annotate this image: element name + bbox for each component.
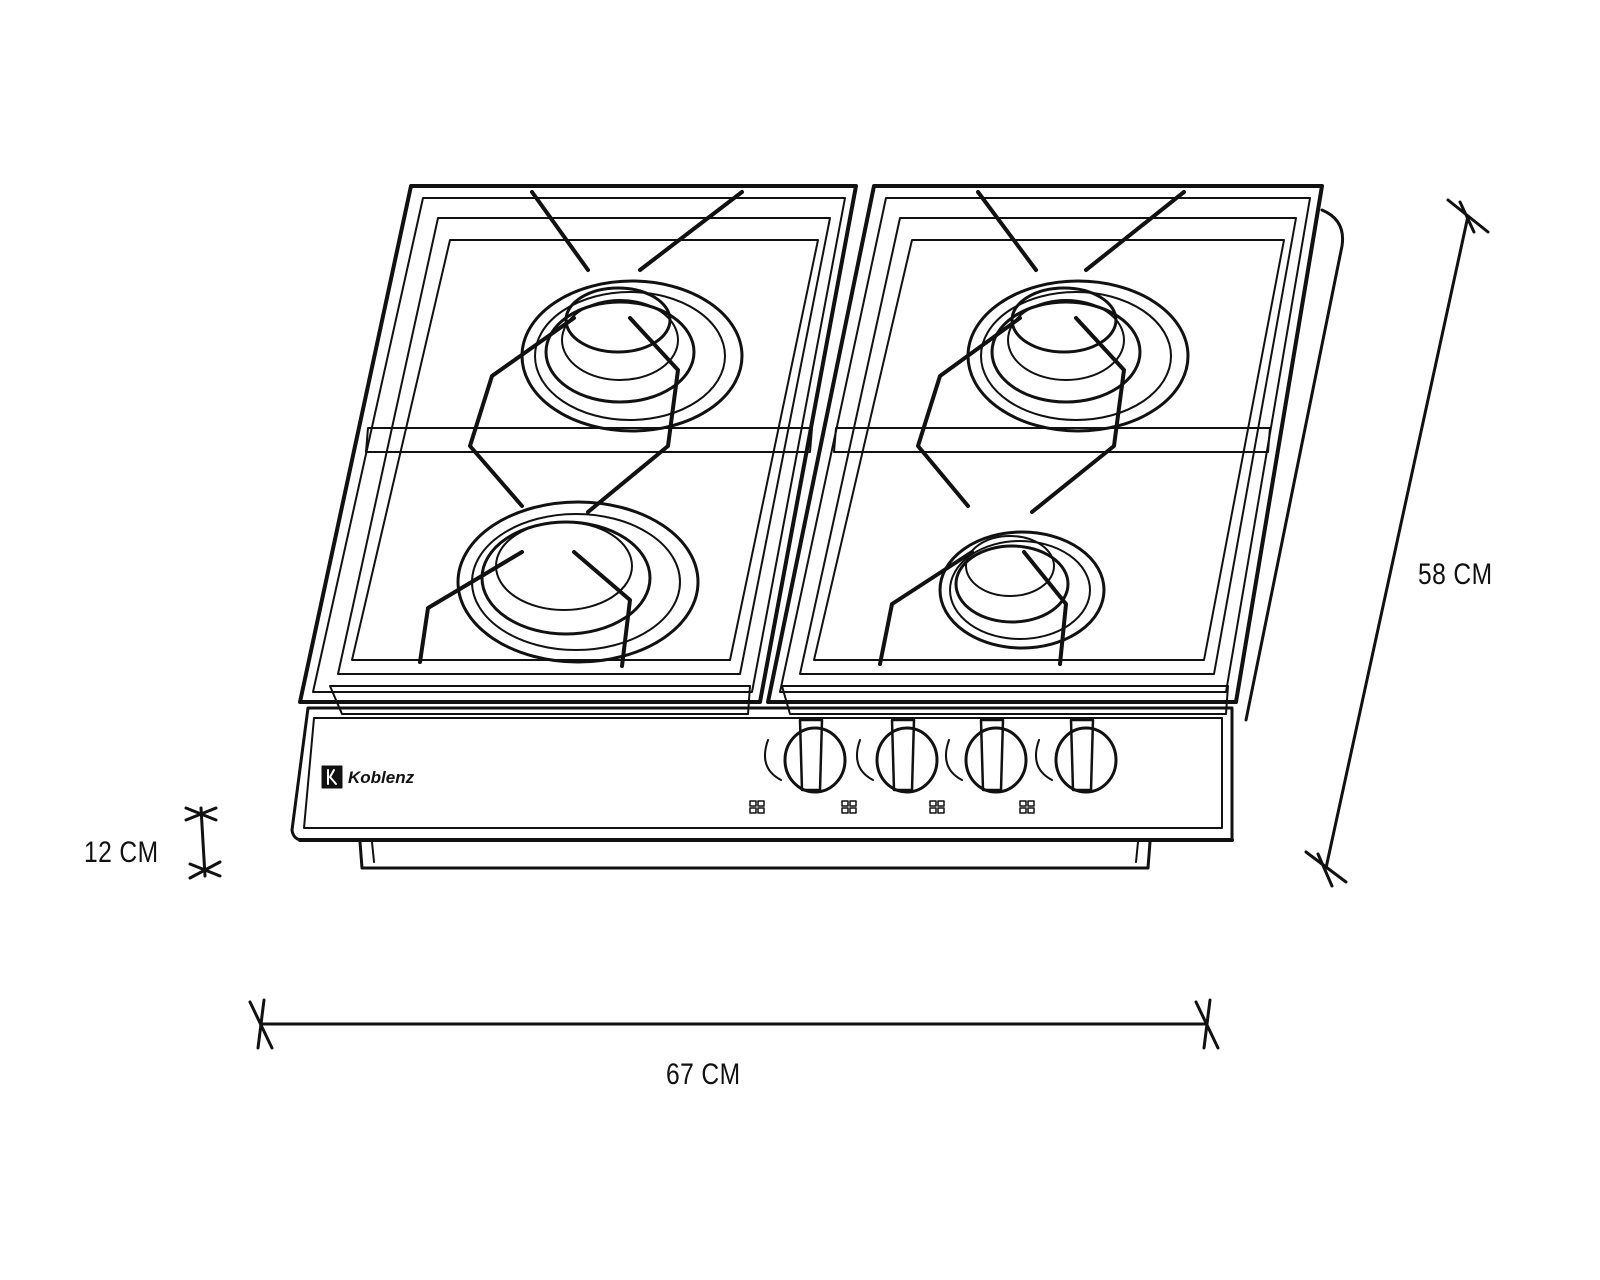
control-panel <box>290 706 1234 842</box>
width-dimension-line <box>248 998 1220 1050</box>
right-grate <box>766 184 1345 722</box>
brand-logo-mark <box>321 765 343 789</box>
burner-position-icons <box>749 800 1035 814</box>
knob-4[interactable] <box>1035 718 1118 794</box>
knob-3[interactable] <box>945 718 1028 794</box>
brand-name: Koblenz <box>348 768 415 787</box>
height-label: 12 CM <box>84 836 159 869</box>
knob-2[interactable] <box>856 718 939 794</box>
pan-support-arms <box>418 190 1186 668</box>
burner-front-right <box>938 530 1106 650</box>
bottom-casing <box>358 840 1152 870</box>
burner-front-left <box>456 500 700 664</box>
depth-dimension-line <box>1304 198 1490 888</box>
width-label: 67 CM <box>666 1058 741 1091</box>
height-dimension-line <box>184 806 222 880</box>
knob-1[interactable] <box>764 718 847 794</box>
depth-label: 58 CM <box>1418 558 1493 591</box>
burner-rear-right <box>966 279 1190 433</box>
left-grate <box>298 184 858 715</box>
burner-rear-left <box>520 279 744 433</box>
